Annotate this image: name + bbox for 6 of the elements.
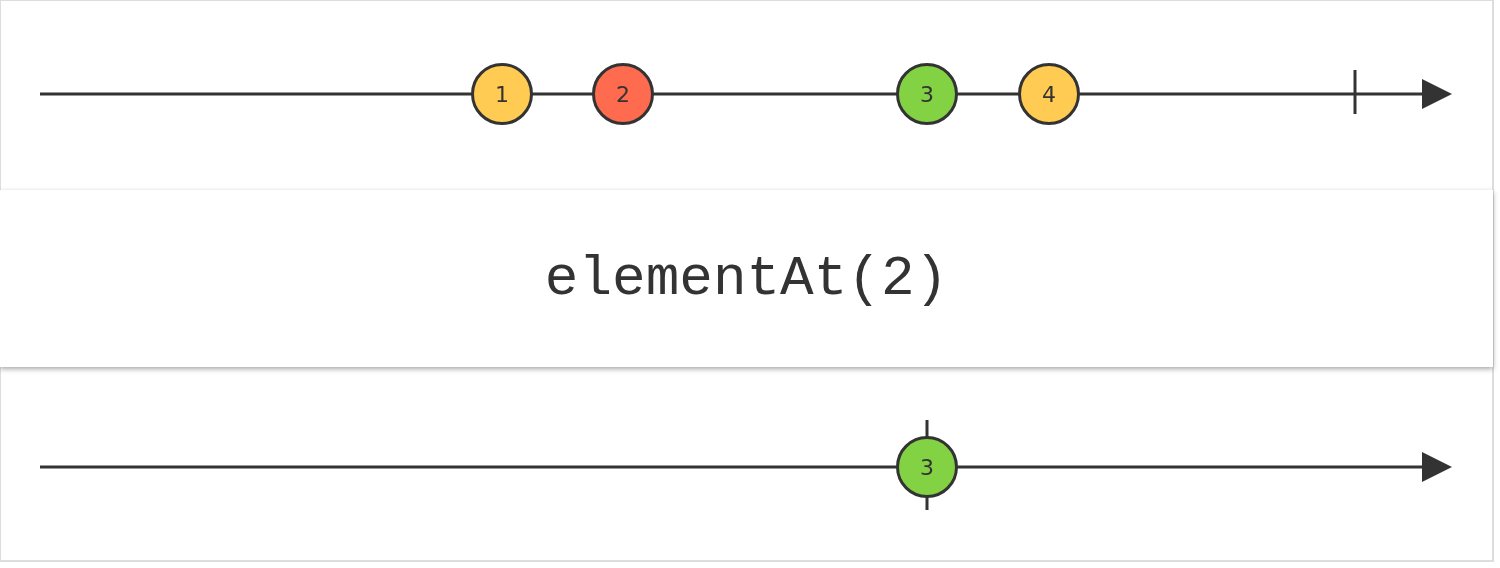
marble: 1: [471, 63, 533, 125]
marble: 3: [896, 436, 958, 498]
marble: 2: [592, 63, 654, 125]
operator-box: elementAt(2): [0, 190, 1493, 367]
marble: 4: [1018, 63, 1080, 125]
marble: 3: [896, 63, 958, 125]
